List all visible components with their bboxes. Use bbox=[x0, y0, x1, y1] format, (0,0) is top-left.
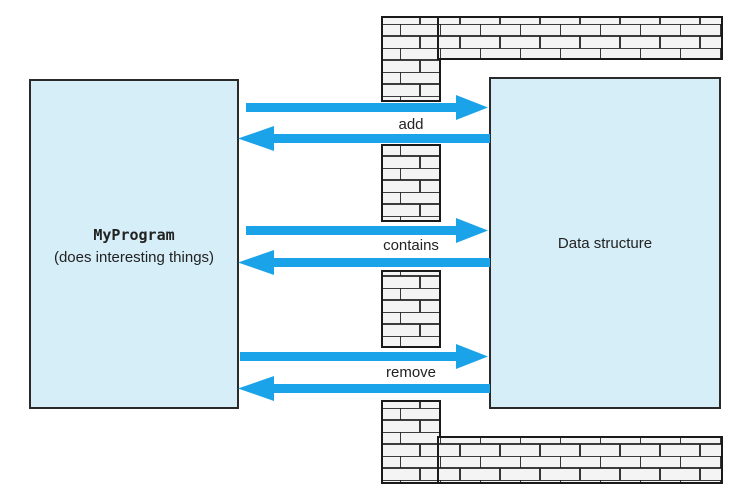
data-structure-label: Data structure bbox=[558, 235, 652, 252]
program-box-rect bbox=[29, 79, 239, 409]
arrow-left-icon bbox=[238, 376, 490, 401]
operation-label-contains: contains bbox=[383, 237, 439, 254]
data-structure-box: Data structure bbox=[489, 77, 721, 409]
operation-remove: remove bbox=[238, 344, 490, 401]
operation-contains: contains bbox=[238, 218, 490, 275]
arrow-right-icon bbox=[240, 344, 488, 369]
wall-top-vertical bbox=[381, 16, 441, 102]
arrow-right-icon bbox=[246, 95, 488, 120]
operation-add: add bbox=[238, 95, 490, 151]
operation-label-add: add bbox=[398, 116, 423, 133]
wall-segment-1 bbox=[381, 144, 441, 222]
arrow-right-icon bbox=[246, 218, 488, 243]
arrow-left-icon bbox=[238, 250, 490, 275]
brick-wall bbox=[381, 16, 723, 484]
wall-segment-2 bbox=[381, 270, 441, 348]
data-structure-rect bbox=[489, 77, 721, 409]
program-subtitle: (does interesting things) bbox=[54, 249, 214, 266]
program-title: MyProgram bbox=[93, 226, 174, 244]
arrow-left-icon bbox=[238, 126, 490, 151]
operation-label-remove: remove bbox=[386, 364, 436, 381]
wall-top-horizontal bbox=[437, 16, 723, 60]
wall-bottom-horizontal bbox=[437, 436, 723, 484]
program-box: MyProgram (does interesting things) bbox=[29, 79, 239, 409]
wall-bottom-vertical bbox=[381, 400, 441, 484]
